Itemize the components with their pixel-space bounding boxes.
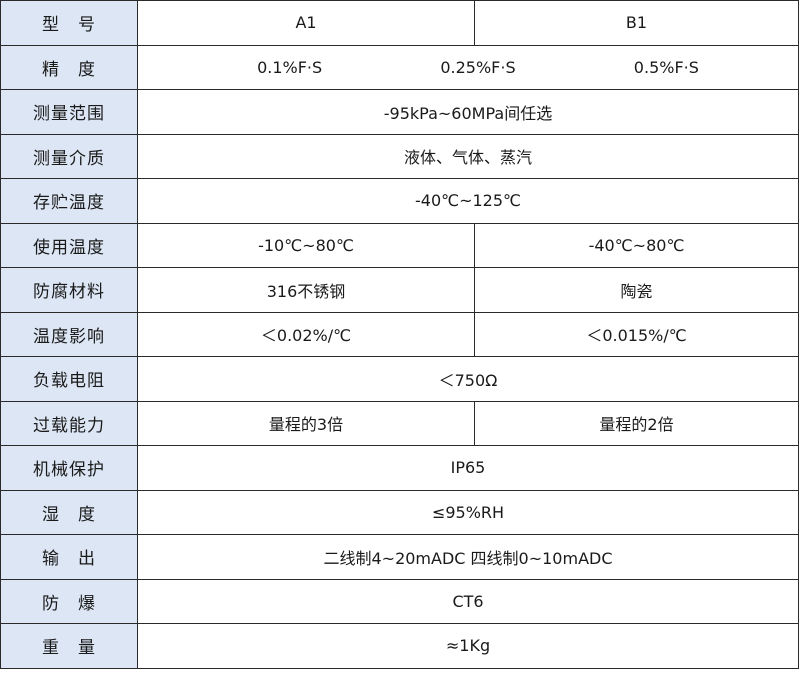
- row-label-storage-temp: 存贮温度: [0, 178, 138, 224]
- temp-effect-a-value: ＜0.02%/℃: [137, 311, 475, 357]
- medium-value: 液体、气体、蒸汽: [137, 133, 799, 179]
- table-row: 防腐材料 316不锈钢 陶瓷: [0, 267, 799, 313]
- accuracy-option-3: 0.5%F·S: [633, 57, 699, 77]
- table-row: 湿 度 ≤95%RH: [0, 489, 799, 535]
- temp-effect-b-value: ＜0.015%/℃: [474, 311, 799, 357]
- accuracy-option-1: 0.1%F·S: [257, 57, 323, 77]
- table-row: 输 出 二线制4~20mADC 四线制0~10mADC: [0, 534, 799, 580]
- row-label-range: 测量范围: [0, 89, 138, 135]
- row-label-operating-temp: 使用温度: [0, 222, 138, 268]
- operating-temp-b-value: -40℃~80℃: [474, 222, 799, 268]
- output-value: 二线制4~20mADC 四线制0~10mADC: [137, 534, 799, 580]
- material-a-value: 316不锈钢: [137, 267, 475, 313]
- table-row: 重 量 ≈1Kg: [0, 623, 799, 669]
- table-row: 过载能力 量程的3倍 量程的2倍: [0, 400, 799, 446]
- weight-value: ≈1Kg: [137, 623, 799, 669]
- overload-a-value: 量程的3倍: [137, 400, 475, 446]
- table-row: 使用温度 -10℃~80℃ -40℃~80℃: [0, 222, 799, 268]
- storage-temp-value: -40℃~125℃: [137, 178, 799, 224]
- accuracy-option-2: 0.25%F·S: [440, 57, 516, 77]
- accuracy-cell: 0.1%F·S 0.25%F·S 0.5%F·S: [137, 44, 799, 90]
- row-label-model: 型 号: [0, 0, 138, 46]
- table-row: 温度影响 ＜0.02%/℃ ＜0.015%/℃: [0, 311, 799, 357]
- row-label-temp-effect: 温度影响: [0, 311, 138, 357]
- row-label-explosion-proof: 防 爆: [0, 578, 138, 624]
- row-label-humidity: 湿 度: [0, 489, 138, 535]
- table-row: 型 号 A1 B1: [0, 0, 799, 46]
- row-label-material: 防腐材料: [0, 267, 138, 313]
- material-b-value: 陶瓷: [474, 267, 799, 313]
- model-b-value: B1: [474, 0, 799, 46]
- table-row: 负载电阻 ＜750Ω: [0, 356, 799, 402]
- row-label-overload: 过载能力: [0, 400, 138, 446]
- row-label-protection: 机械保护: [0, 445, 138, 491]
- operating-temp-a-value: -10℃~80℃: [137, 222, 475, 268]
- table-row: 测量介质 液体、气体、蒸汽: [0, 133, 799, 179]
- table-row: 防 爆 CT6: [0, 578, 799, 624]
- table-row: 精 度 0.1%F·S 0.25%F·S 0.5%F·S: [0, 44, 799, 90]
- explosion-proof-value: CT6: [137, 578, 799, 624]
- row-label-load-resistance: 负载电阻: [0, 356, 138, 402]
- table-row: 存贮温度 -40℃~125℃: [0, 178, 799, 224]
- load-resistance-value: ＜750Ω: [137, 356, 799, 402]
- model-a-value: A1: [137, 0, 475, 46]
- row-label-medium: 测量介质: [0, 133, 138, 179]
- table-row: 测量范围 -95kPa~60MPa间任选: [0, 89, 799, 135]
- table-row: 机械保护 IP65: [0, 445, 799, 491]
- row-label-output: 输 出: [0, 534, 138, 580]
- protection-value: IP65: [137, 445, 799, 491]
- row-label-weight: 重 量: [0, 623, 138, 669]
- row-label-accuracy: 精 度: [0, 44, 138, 90]
- overload-b-value: 量程的2倍: [474, 400, 799, 446]
- humidity-value: ≤95%RH: [137, 489, 799, 535]
- range-value: -95kPa~60MPa间任选: [137, 89, 799, 135]
